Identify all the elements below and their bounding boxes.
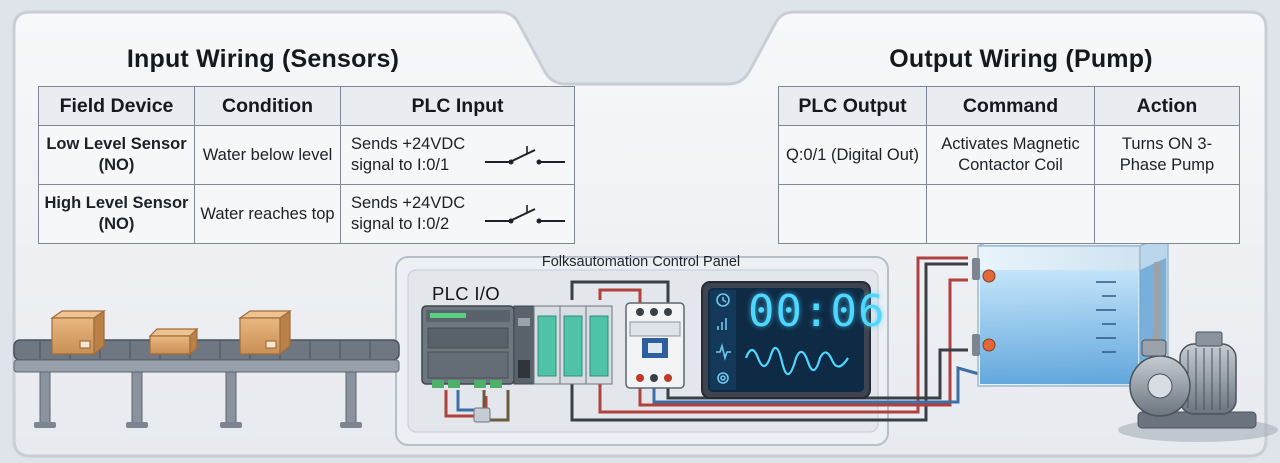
no-switch-icon [485,146,565,165]
plc-input-text: Sends +24VDC signal to I:0/1 [351,135,466,174]
header-plc-output: PLC Output [778,86,927,126]
plc-input-cell: Sends +24VDC signal to I:0/1 [340,125,575,185]
header-command: Command [926,86,1095,126]
terminal-block [473,407,491,423]
field-device-cell: Low Level Sensor (NO) [38,125,195,185]
plc-input-text: Sends +24VDC signal to I:0/2 [351,194,466,233]
magnetic-contactor [625,302,685,389]
plc-input-cell: Sends +24VDC signal to I:0/2 [340,184,575,244]
header-condition: Condition [194,86,341,126]
hmi-display [701,281,871,399]
cardboard-box [238,309,292,356]
table-row-icons [778,184,1240,244]
plc-io-label: PLC I/O [432,283,500,304]
table-row: High Level Sensor (NO) Water reaches top… [38,184,575,244]
field-device-cell: High Level Sensor (NO) [38,184,195,244]
table-row: Low Level Sensor (NO) Water below level … [38,125,575,185]
condition-cell: Water reaches top [194,184,341,244]
table-header-row: PLC Output Command Action [778,86,1240,126]
conveyor [13,339,400,428]
wiring [444,256,1001,422]
output-wiring-title: Output Wiring (Pump) [889,45,1153,73]
action-icon-cell [1094,184,1240,244]
hmi-timer-display: 00:06 [748,286,886,337]
action-cell: Turns ON 3-Phase Pump [1094,125,1240,185]
control-panel-label: Folksautomation Control Panel [541,254,741,270]
header-action: Action [1094,86,1240,126]
table-header-row: Field Device Condition PLC Input [38,86,575,126]
plc-unit [421,305,535,388]
water-tank [972,232,1169,388]
empty-cell [778,184,927,244]
cardboard-box [50,309,106,356]
table-row: Q:0/1 (Digital Out) Activates Magnetic C… [778,125,1240,185]
command-cell: Activates Magnetic Contactor Coil [926,125,1095,185]
condition-cell: Water below level [194,125,341,185]
header-field-device: Field Device [38,86,195,126]
input-wiring-table: Field Device Condition PLC Input Low Lev… [38,86,575,244]
output-wiring-table: PLC Output Command Action Q:0/1 (Digital… [778,86,1240,244]
command-icon-cell [926,184,1095,244]
plc-output-cell: Q:0/1 (Digital Out) [778,125,927,185]
header-plc-input: PLC Input [340,86,575,126]
cardboard-box [148,327,199,356]
three-phase-pump [1118,331,1278,442]
io-modules [533,305,613,385]
no-switch-icon [485,205,565,224]
input-wiring-title: Input Wiring (Sensors) [126,45,400,73]
